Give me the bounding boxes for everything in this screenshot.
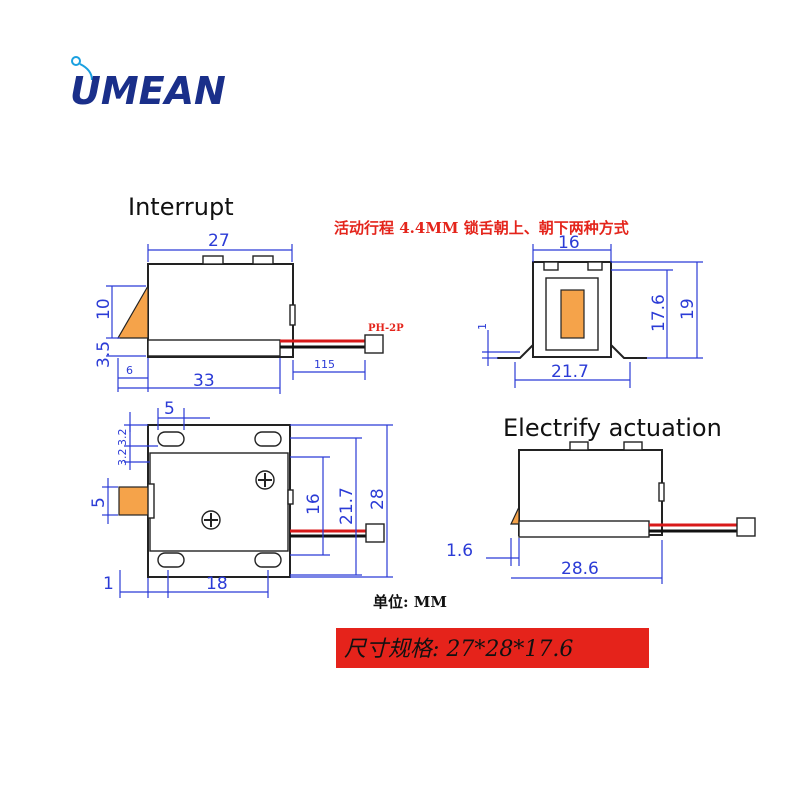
elec-screw	[658, 482, 665, 502]
dim-side-top-width: 27	[208, 231, 230, 251]
side-base-plate	[147, 339, 281, 357]
top-latch-bolt	[118, 486, 150, 516]
front-tab-right	[587, 261, 603, 271]
dim-side-total-length: 33	[193, 371, 215, 391]
dim-front-top-width: 16	[558, 233, 580, 253]
elec-latch-bolt	[510, 506, 520, 525]
side-latch-bolt	[116, 283, 149, 339]
top-hole-tr	[254, 431, 282, 447]
dim-wire-length: 115	[314, 358, 335, 371]
top-body	[149, 452, 289, 552]
dim-top-latch-width: 5	[89, 497, 109, 508]
spec-label: 尺寸规格: 27*28*17.6	[344, 637, 573, 662]
dim-top-hole-width: 5	[164, 399, 175, 419]
dim-front-total-height: 19	[678, 298, 698, 320]
top-screw-upper-icon	[255, 470, 275, 490]
side-connector	[364, 334, 384, 354]
front-foot-left	[497, 344, 534, 359]
dim-top-base-width: 18	[206, 574, 228, 594]
unit-label: 单位: MM	[373, 593, 447, 611]
side-tab-left	[202, 255, 224, 265]
top-side-screw	[287, 489, 294, 505]
top-view: 5 3.2 3.2 5 16 21.7 28 1 18	[89, 399, 393, 598]
top-screw-lower-icon	[201, 510, 221, 530]
elec-connector	[736, 517, 756, 537]
dim-side-bolt-offset: 6	[126, 364, 133, 377]
top-hole-bl	[157, 552, 185, 568]
elec-tab-left	[569, 441, 589, 451]
side-screw	[289, 304, 296, 326]
spec-banner	[336, 628, 649, 668]
connector-label: PH-2P	[368, 323, 404, 334]
top-hole-tl	[157, 431, 185, 447]
brand-logo: UMEAN	[70, 56, 226, 113]
dim-top-total-height: 28	[368, 488, 388, 510]
dim-front-small: 1	[476, 323, 489, 330]
top-hole-br	[254, 552, 282, 568]
dim-top-left-offset: 1	[103, 574, 114, 594]
dim-elec-offset: 1.6	[446, 541, 473, 561]
front-latch-bolt	[560, 289, 585, 339]
stroke-note: 活动行程 4.4MM 锁舌朝上、朝下两种方式	[334, 219, 629, 237]
side-view: PH-2P 27 10 3.5 6 33 115	[94, 231, 404, 394]
dim-top-inner-height: 21.7	[337, 487, 357, 525]
dim-top-hole-offset-1: 3.2	[116, 429, 129, 447]
dim-front-inner-height: 17.6	[649, 294, 669, 332]
dim-top-hole-offset-2: 3.2	[116, 449, 129, 467]
front-foot-right	[610, 344, 647, 359]
dim-side-height-upper: 10	[94, 298, 114, 320]
top-latch-guide	[147, 483, 155, 519]
dim-front-base-width: 21.7	[551, 362, 589, 382]
dim-top-center-height: 16	[304, 493, 324, 515]
front-tab-left	[543, 261, 559, 271]
top-connector	[365, 523, 385, 543]
elec-base-plate	[518, 520, 650, 538]
logo-text: UMEAN	[70, 69, 226, 113]
electrify-view: 1.6 28.6	[446, 441, 756, 584]
elec-tab-right	[623, 441, 643, 451]
interrupt-title: Interrupt	[128, 193, 234, 221]
dim-elec-length: 28.6	[561, 559, 599, 579]
logo-arc-icon	[79, 63, 93, 81]
dim-side-height-lower: 3.5	[94, 341, 114, 368]
electrify-title: Electrify actuation	[503, 414, 722, 442]
front-view: 16 1 17.6 19 21.7	[476, 233, 703, 388]
side-tab-right	[252, 255, 274, 265]
logo-dot-icon	[71, 56, 81, 66]
